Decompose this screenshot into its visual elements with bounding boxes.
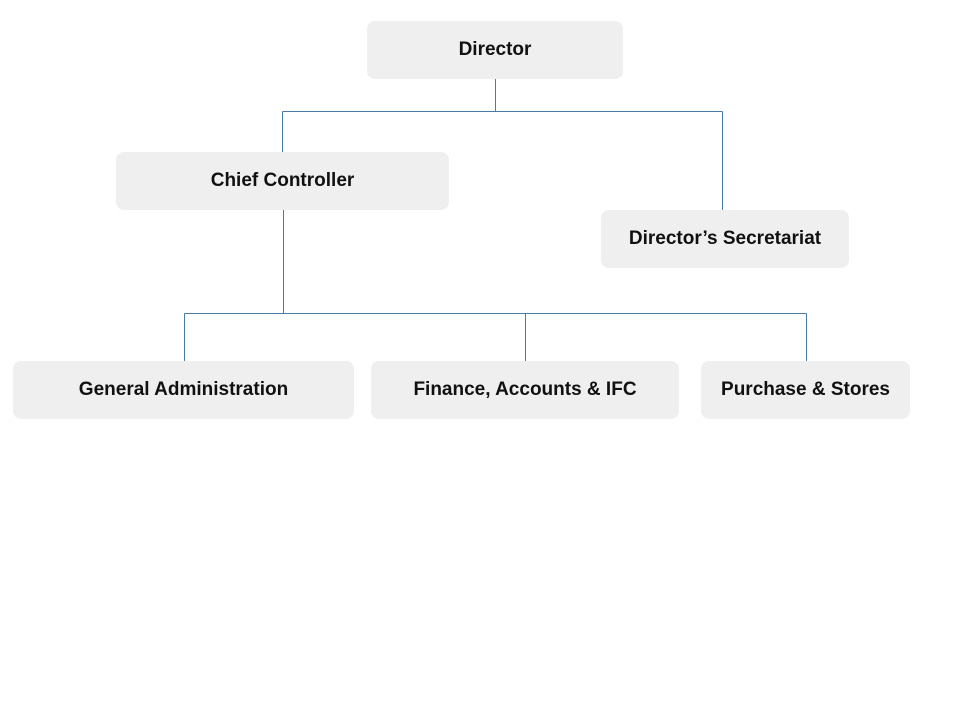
node-purchase-stores: Purchase & Stores [701,361,910,419]
node-general-administration-label: General Administration [78,379,289,400]
node-general-administration: General Administration [13,361,354,419]
node-directors-secretariat: Director’s Secretariat [601,210,849,268]
node-chief-controller-label: Chief Controller [210,170,355,191]
node-chief-controller: Chief Controller [116,152,449,210]
node-director: Director [367,21,623,79]
node-finance-accounts-ifc: Finance, Accounts & IFC [371,361,679,419]
node-purchase-stores-label: Purchase & Stores [721,379,890,400]
node-directors-secretariat-label: Director’s Secretariat [628,228,822,249]
node-finance-accounts-ifc-label: Finance, Accounts & IFC [413,379,637,400]
node-director-label: Director [458,39,532,60]
